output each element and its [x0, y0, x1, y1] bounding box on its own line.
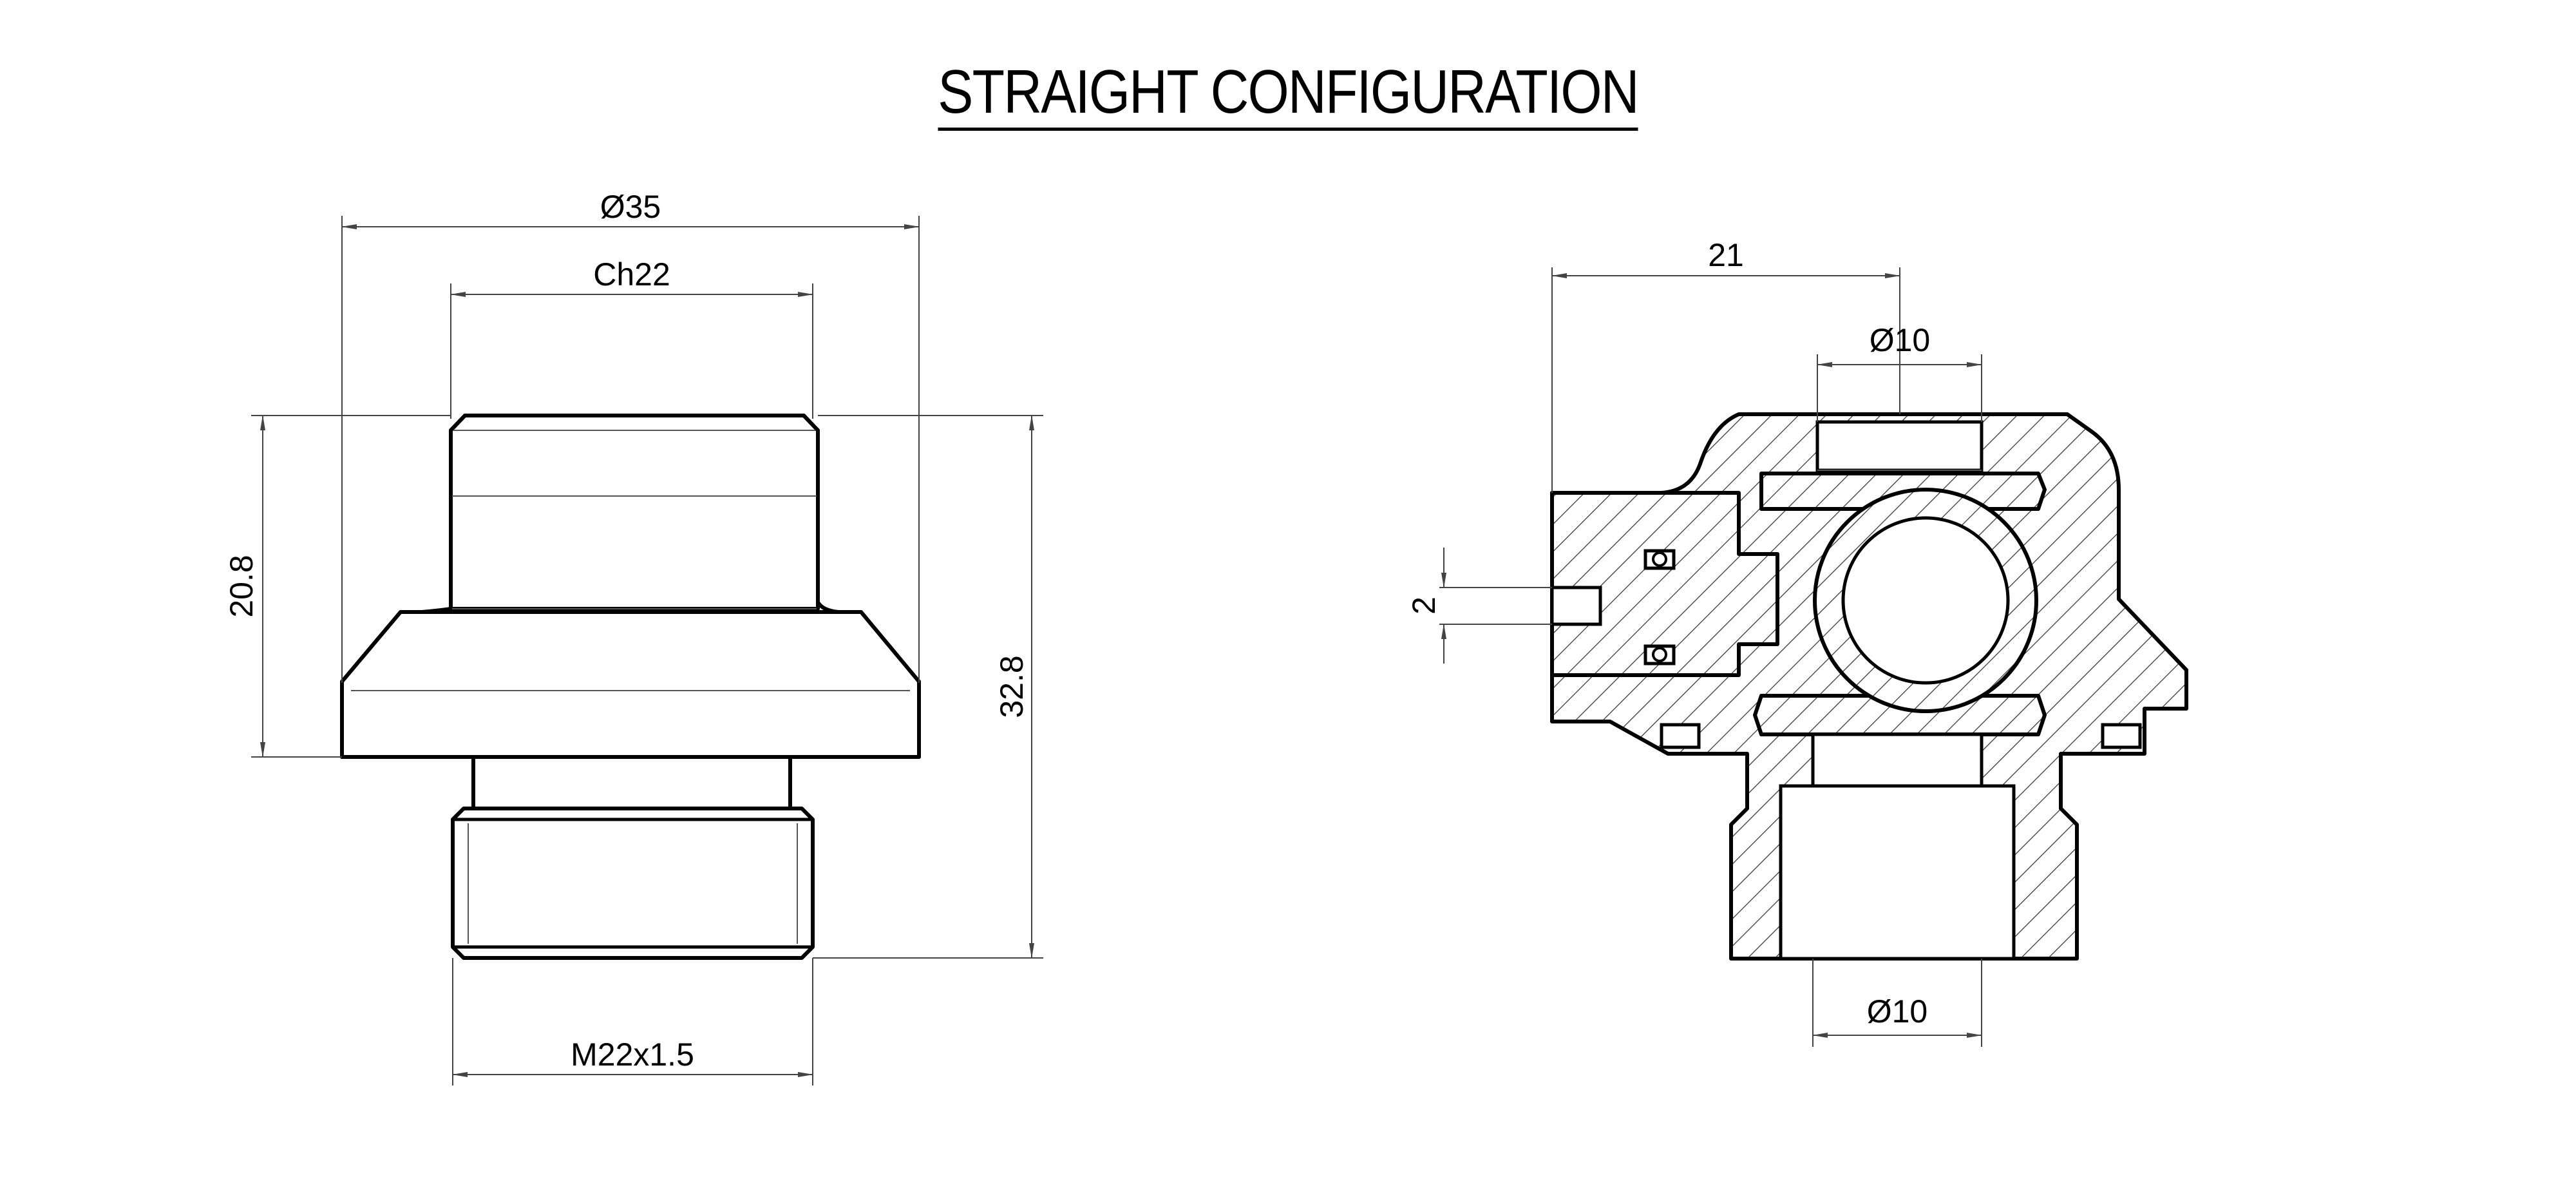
thread-body — [451, 807, 815, 960]
outlet-bore — [1779, 784, 2016, 961]
dim-label-hex: Ch22 — [593, 256, 670, 292]
drawing-title: STRAIGHT CONFIGURATION — [180, 57, 2396, 131]
side-view: Ø35 Ch22 20.8 32.8 M22x1.5 — [223, 189, 1043, 1086]
hex-body — [449, 414, 820, 611]
bottom-bore — [1811, 732, 1984, 788]
dim-label-bottom-bore: Ø10 — [1867, 993, 1928, 1029]
dim-label-thread: M22x1.5 — [571, 1037, 694, 1073]
side-spigot-section — [1550, 491, 1779, 677]
seat-ring-lower — [1753, 694, 2047, 736]
dim-label-offset: 21 — [1708, 237, 1744, 273]
dim-label-outer-diameter: Ø35 — [600, 189, 661, 225]
section-view: 21 Ø10 2 Ø10 — [1406, 237, 2188, 1047]
relief-left — [1660, 723, 1701, 749]
oring-lower — [1652, 647, 1667, 662]
relief-right — [2101, 723, 2142, 749]
base-flange — [340, 610, 921, 759]
top-bore — [1815, 420, 1984, 472]
thread-relief — [471, 755, 792, 810]
oring-upper — [1652, 551, 1667, 567]
dim-label-total-height: 32.8 — [994, 655, 1030, 718]
ball-bore — [1841, 516, 2010, 685]
dim-label-top-bore: Ø10 — [1870, 322, 1931, 358]
dim-label-body-height: 20.8 — [223, 555, 260, 617]
side-bore — [1550, 586, 1602, 626]
dim-label-groove-width: 2 — [1406, 597, 1442, 615]
